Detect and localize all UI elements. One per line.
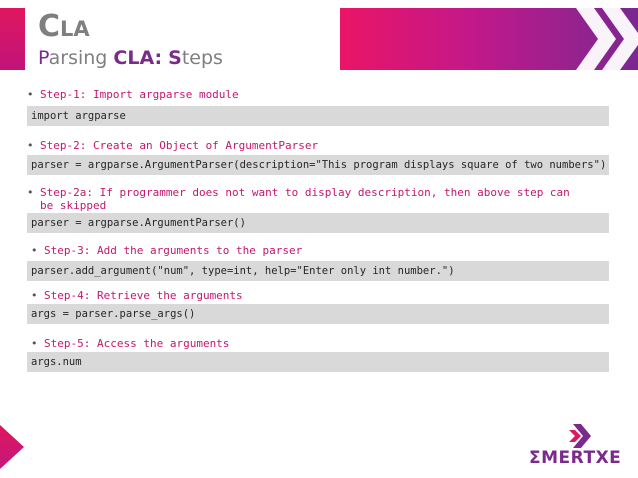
subtitle-part-1: P <box>38 47 49 69</box>
bullet: • <box>31 337 38 350</box>
step-4-text: Step-4: Retrieve the arguments <box>44 289 243 302</box>
step-5-code: args.num <box>27 352 609 372</box>
title-first-letter: C <box>38 9 61 44</box>
subtitle-part-6: teps <box>181 47 223 69</box>
logo-wordmark: ΣMERTXE <box>529 448 621 468</box>
step-2a-text-line2: be skipped <box>40 199 107 212</box>
bullet: • <box>31 289 38 302</box>
logo-sigma: Σ <box>529 448 542 468</box>
emertxe-logo: ΣMERTXE <box>527 424 627 470</box>
step-1-code: import argparse <box>27 106 609 126</box>
step-4-label: • Step-4: Retrieve the arguments <box>31 289 243 302</box>
header-gradient-band <box>340 8 638 70</box>
step-2-label: • Step-2: Create an Object of ArgumentPa… <box>27 139 318 152</box>
step-2a-label: • Step-2a: If programmer does not want t… <box>27 186 570 212</box>
subtitle-part-5: S <box>168 47 182 69</box>
logo-text: MERTXE <box>541 448 622 468</box>
step-1-label: • Step-1: Import argparse module <box>27 88 239 101</box>
title-rest: LA <box>60 17 90 41</box>
subtitle-part-3: CLA: <box>113 47 163 69</box>
bullet: • <box>31 244 38 257</box>
step-2a-code: parser = argparse.ArgumentParser() <box>27 213 609 233</box>
bullet: • <box>27 139 34 152</box>
step-3-code: parser.add_argument("num", type=int, hel… <box>27 261 609 281</box>
header-left-accent-bar <box>0 8 25 70</box>
slide-subtitle: Parsing CLA: Steps <box>38 46 223 70</box>
step-3-text: Step-3: Add the arguments to the parser <box>44 244 303 257</box>
step-2-code: parser = argparse.ArgumentParser(descrip… <box>27 155 609 175</box>
bullet: • <box>27 88 34 101</box>
slide-title: CLA <box>38 12 90 44</box>
logo-chevron-icon <box>569 424 591 448</box>
step-5-text: Step-5: Access the arguments <box>44 337 230 350</box>
step-4-code: args = parser.parse_args() <box>27 304 609 324</box>
step-3-label: • Step-3: Add the arguments to the parse… <box>31 244 302 257</box>
step-2-text: Step-2: Create an Object of ArgumentPars… <box>40 139 319 152</box>
step-2a-text: Step-2a: If programmer does not want to … <box>40 186 570 199</box>
footer-triangle-icon <box>0 425 24 469</box>
chevron-arrows-icon <box>576 8 638 70</box>
bullet: • <box>27 186 34 199</box>
step-1-text: Step-1: Import argparse module <box>40 88 239 101</box>
subtitle-part-2: arsing <box>48 47 114 69</box>
step-5-label: • Step-5: Access the arguments <box>31 337 229 350</box>
